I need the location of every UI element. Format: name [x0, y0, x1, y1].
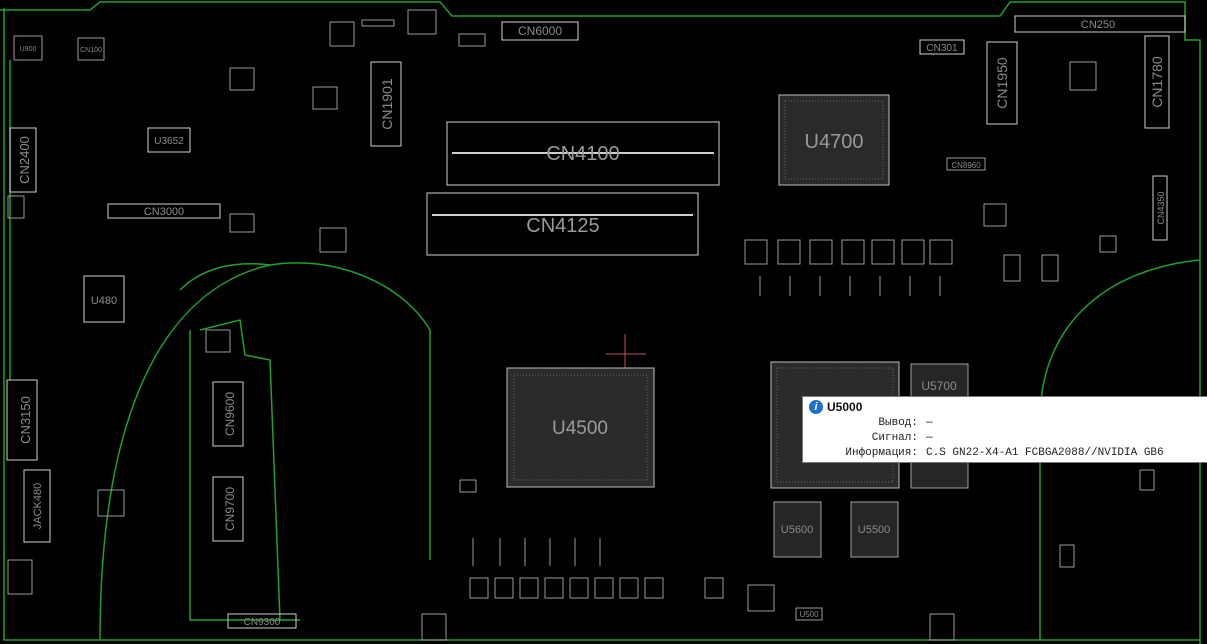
u4500-part[interactable]: U4500 — [506, 367, 655, 488]
tooltip-key: Сигнал: — [871, 432, 918, 444]
component-info-tooltip: i U5000 Вывод: — Сигнал: — Информация: C.S … — [802, 396, 1207, 463]
cn4125-label: CN4125 — [526, 215, 599, 237]
cn3000-label: CN3000 — [144, 206, 184, 218]
cn4100-label: CN4100 — [546, 143, 619, 165]
cn100-part[interactable]: U500 — [795, 607, 823, 621]
cn8960-part[interactable]: CN8960 — [946, 157, 986, 171]
tooltip-row-pin: Вывод: — — [803, 417, 1207, 429]
info-icon: i — [809, 400, 823, 414]
u5500-label: U5500 — [858, 524, 890, 536]
cn4100-part[interactable]: CN4100 — [446, 121, 720, 186]
u500-label: U900 — [20, 46, 37, 53]
tooltip-header: i U5000 — [809, 400, 862, 414]
cn1950-part[interactable]: CN1950 — [986, 41, 1018, 125]
cn1901-part[interactable]: CN1901 — [370, 61, 402, 147]
u5500-part[interactable]: U5500 — [850, 501, 899, 558]
tooltip-value: — — [926, 417, 933, 429]
cn1950-label: CN1950 — [994, 57, 1010, 109]
cn250-part[interactable]: CN250 — [1014, 15, 1186, 33]
u500-part[interactable]: U900 — [13, 35, 43, 61]
u900-label: CN100 — [80, 47, 102, 54]
cn8960-label: CN8960 — [951, 161, 981, 170]
cn9700-part[interactable]: CN9700 — [212, 476, 244, 542]
small-components — [7, 9, 1155, 641]
cn1780-label: CN1780 — [1149, 56, 1165, 108]
u4700-label: U4700 — [805, 131, 864, 153]
u4700-part[interactable]: U4700 — [778, 94, 890, 186]
cn9700-label: CN9700 — [223, 487, 237, 531]
cursor-crosshair — [606, 334, 646, 372]
u900-part[interactable]: CN100 — [77, 37, 105, 61]
cn250-label: CN250 — [1081, 19, 1115, 31]
tooltip-key: Информация: — [845, 447, 918, 459]
cn9600-label: CN9600 — [223, 392, 237, 436]
tooltip-value: — — [926, 432, 933, 444]
cn6000-label: CN6000 — [518, 24, 562, 38]
cn4350-label: CN4350 — [1156, 191, 1166, 224]
u5700-label: U5700 — [921, 379, 957, 393]
tooltip-value: C.S GN22-X4-A1 FCBGA2088//NVIDIA GB6 — [926, 447, 1164, 459]
u480-part[interactable]: U480 — [83, 275, 125, 323]
cn9300-label: CN9300 — [244, 617, 281, 628]
cn1780-part[interactable]: CN1780 — [1144, 35, 1170, 129]
tooltip-key: Вывод: — [878, 417, 918, 429]
cn1901-label: CN1901 — [379, 78, 395, 130]
cn3000-part[interactable]: CN3000 — [107, 203, 221, 219]
cn301-part[interactable]: CN301 — [919, 39, 965, 55]
u5600-part[interactable]: U5600 — [773, 501, 822, 558]
cn9600-part[interactable]: CN9600 — [212, 381, 244, 447]
cn100-label: U500 — [799, 610, 819, 619]
cn2400-label: CN2400 — [17, 136, 32, 184]
tooltip-title: U5000 — [827, 400, 863, 414]
jack480-label: JACK480 — [32, 483, 44, 529]
cn2400-part[interactable]: CN2400 — [9, 127, 37, 193]
cn3150-label: CN3150 — [18, 396, 33, 444]
u3652-label: U3652 — [154, 136, 184, 147]
cn6000-part[interactable]: CN6000 — [501, 21, 579, 41]
u4500-label: U4500 — [552, 418, 608, 439]
u3652-part[interactable]: U3652 — [147, 127, 191, 153]
cn4125-part[interactable]: CN4125 — [426, 192, 699, 256]
tooltip-row-signal: Сигнал: — — [803, 432, 1207, 444]
tooltip-row-info: Информация: C.S GN22-X4-A1 FCBGA2088//NVI… — [803, 447, 1207, 459]
jack480-part[interactable]: JACK480 — [23, 469, 51, 543]
cn3150-part[interactable]: CN3150 — [6, 379, 38, 461]
u480-label: U480 — [91, 295, 117, 307]
cn4350-part[interactable]: CN4350 — [1152, 175, 1168, 241]
u5600-label: U5600 — [781, 524, 813, 536]
cn301-label: CN301 — [926, 43, 958, 54]
cn9300-part[interactable]: CN9300 — [227, 613, 297, 629]
